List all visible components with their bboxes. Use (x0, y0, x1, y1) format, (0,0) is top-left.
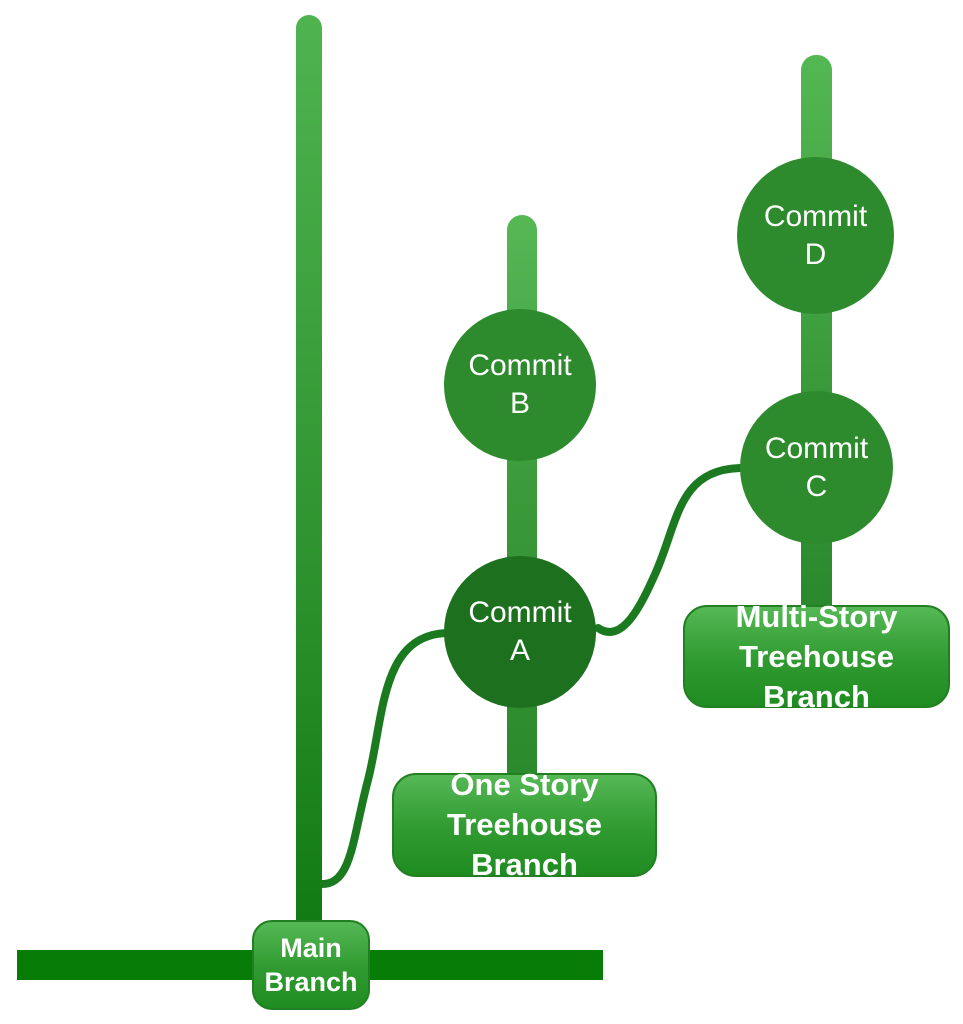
commit-d-label-line1: Commit (763, 199, 868, 233)
commit-d-label-line2: D (804, 237, 827, 271)
connector-commit-a-to-commit-c (594, 464, 744, 636)
commit-a-node: Commit A (444, 556, 596, 708)
main-branch-label-line2: Branch (264, 967, 358, 997)
commit-b-label-line1: Commit (468, 349, 572, 382)
multi-story-label-line2: Treehouse Branch (738, 638, 895, 714)
connector-main-to-commit-a (316, 629, 450, 888)
main-branch-label-line1: Main (280, 933, 342, 963)
main-branch-label: Main Branch (252, 920, 370, 1010)
one-story-label-line1: One Story (450, 767, 599, 802)
commit-d-node: Commit D (737, 157, 894, 314)
commit-c-label-line2: C (805, 469, 828, 503)
commit-c-label-line1: Commit (764, 431, 869, 465)
multi-story-branch-trunk (801, 55, 832, 645)
commit-b-label-line2: B (509, 387, 530, 420)
main-branch-trunk (296, 15, 322, 977)
commit-a-label-line1: Commit (468, 596, 572, 629)
commit-b-node: Commit B (444, 309, 596, 461)
one-story-branch-label: One Story Treehouse Branch (392, 767, 657, 882)
multi-story-branch-label: Multi-Story Treehouse Branch (683, 599, 950, 714)
one-story-label-line2: Treehouse Branch (446, 807, 603, 882)
commit-c-node: Commit C (740, 391, 893, 544)
commit-a-label-line2: A (509, 634, 530, 667)
multi-story-label-line1: Multi-Story (735, 598, 898, 634)
